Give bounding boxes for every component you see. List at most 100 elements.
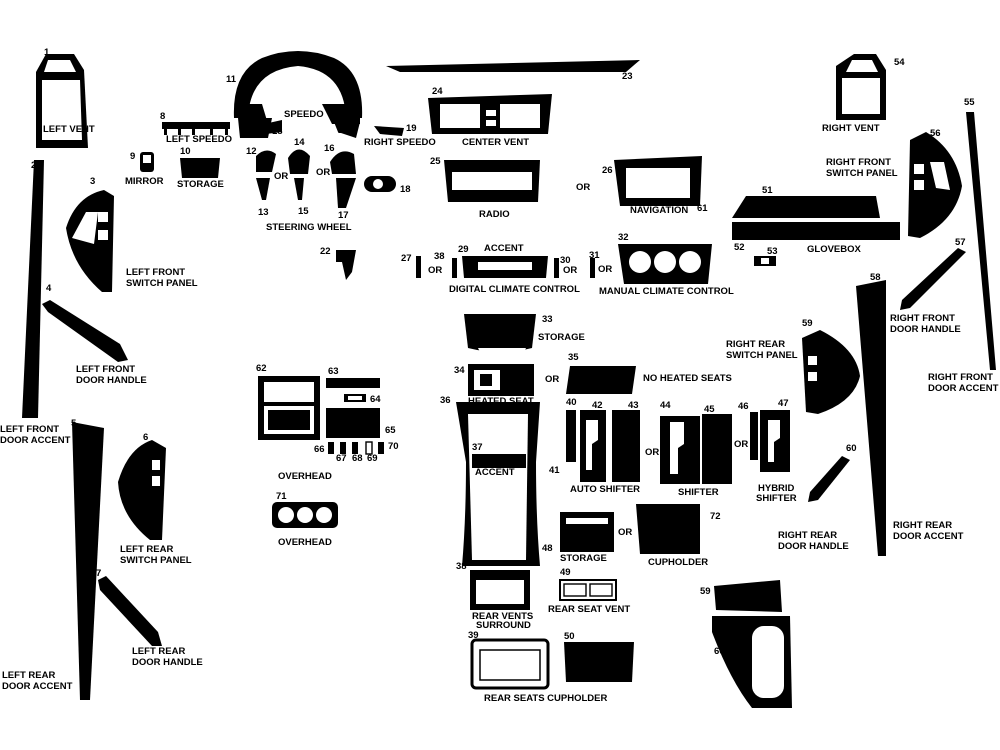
label-overhead-2: OVERHEAD — [278, 537, 332, 548]
part-number-6: 6 — [143, 432, 149, 443]
label-right-front-door-accent-1: RIGHT FRONT — [928, 372, 993, 383]
piece-right-speedo — [374, 126, 404, 136]
piece-right-vent — [836, 54, 886, 120]
part-number-12: 12 — [246, 146, 257, 157]
piece-left-speedo — [162, 122, 230, 135]
part-number-20: 20 — [338, 125, 349, 136]
part-number-2: 2 — [31, 160, 37, 171]
label-left-rear-door-accent-1: LEFT REAR — [2, 670, 56, 681]
label-left-front-door-handle-2: DOOR HANDLE — [76, 375, 147, 386]
piece-center-vent — [428, 94, 552, 134]
label-right-rear-door-accent-2: DOOR ACCENT — [893, 531, 964, 542]
part-number-31: 31 — [589, 250, 600, 261]
part-number-35: 35 — [568, 352, 579, 363]
label-storage-10: STORAGE — [177, 179, 224, 190]
part-number-23: 23 — [622, 71, 633, 82]
or-separator-9: OR — [734, 439, 749, 450]
part-number-22: 22 — [320, 246, 331, 257]
part-number-65: 65 — [385, 425, 396, 436]
part-number-39: 39 — [468, 630, 479, 641]
part-number-52: 52 — [734, 242, 745, 253]
piece-68 — [352, 442, 358, 454]
part-number-25: 25 — [430, 156, 441, 167]
part-number-36: 36 — [440, 395, 451, 406]
part-number-16: 16 — [324, 143, 335, 154]
piece-left-rear-door-handle — [98, 576, 162, 646]
piece-43 — [612, 410, 640, 482]
part-number-46: 46 — [738, 401, 749, 412]
piece-steering-14 — [288, 149, 310, 174]
part-number-66: 66 — [314, 444, 325, 455]
or-separator-2: OR — [316, 167, 331, 178]
piece-45 — [702, 414, 732, 484]
piece-rear-vents-surround — [470, 570, 530, 610]
part-number-64: 64 — [370, 394, 381, 405]
part-number-55: 55 — [964, 97, 975, 108]
piece-cupholder — [636, 504, 700, 554]
piece-console-36 — [456, 402, 540, 566]
piece-right-rear-door-accent — [856, 280, 886, 556]
piece-digital-climate — [462, 256, 548, 278]
part-number-32: 32 — [618, 232, 629, 243]
or-separator-4: OR — [428, 265, 443, 276]
piece-65 — [326, 408, 380, 438]
part-number-68: 68 — [352, 453, 363, 464]
piece-70 — [378, 442, 384, 454]
or-separator-3: OR — [576, 182, 591, 193]
label-left-rear-door-handle-2: DOOR HANDLE — [132, 657, 203, 668]
part-number-18b: 18 — [400, 184, 411, 195]
or-separator-1: OR — [274, 171, 289, 182]
label-left-front-switch-panel-2: SWITCH PANEL — [126, 278, 198, 289]
label-left-vent: LEFT VENT — [43, 124, 95, 135]
part-number-69: 69 — [367, 453, 378, 464]
piece-63 — [326, 378, 380, 388]
part-number-59: 59 — [802, 318, 813, 329]
part-number-38a: 38 — [434, 251, 445, 262]
label-hybrid-shifter-1: HYBRID — [758, 483, 795, 494]
label-rear-vents-surround-2: SURROUND — [476, 620, 531, 631]
piece-storage-48 — [560, 512, 614, 552]
piece-dash-strip — [386, 60, 640, 72]
piece-mirror-hole — [143, 155, 151, 163]
label-right-speedo: RIGHT SPEEDO — [364, 137, 436, 148]
piece-accent-37 — [472, 454, 526, 468]
piece-66 — [328, 442, 334, 454]
part-number-24: 24 — [432, 86, 443, 97]
label-left-speedo: LEFT SPEEDO — [166, 134, 232, 145]
piece-steering-15 — [294, 178, 304, 200]
part-number-30: 30 — [560, 255, 571, 266]
label-rear-vents-surround-1: REAR VENTS — [472, 611, 534, 622]
piece-67 — [340, 442, 346, 454]
part-number-59b: 59 — [700, 586, 711, 597]
part-number-29: 29 — [458, 244, 469, 255]
part-number-34: 34 — [454, 365, 465, 376]
label-right-front-door-handle-2: DOOR HANDLE — [890, 324, 961, 335]
part-number-11: 11 — [226, 74, 237, 85]
part-number-13: 13 — [258, 207, 269, 218]
part-number-18: 18 — [272, 126, 283, 137]
label-navigation: NAVIGATION — [630, 205, 689, 216]
label-left-rear-switch-panel-1: LEFT REAR — [120, 544, 174, 555]
piece-28 — [452, 258, 457, 278]
piece-right-rear-door-handle — [808, 456, 850, 502]
piece-59-lower — [714, 580, 782, 612]
label-left-front-switch-panel-1: LEFT FRONT — [126, 267, 186, 278]
part-number-10: 10 — [180, 146, 191, 157]
part-number-51: 51 — [762, 185, 773, 196]
part-number-56: 56 — [930, 128, 941, 139]
part-number-67: 67 — [336, 453, 347, 464]
label-right-rear-door-handle-1: RIGHT REAR — [778, 530, 838, 541]
label-steering-wheel: STEERING WHEEL — [266, 222, 352, 233]
piece-navigation — [614, 156, 702, 206]
part-number-3: 3 — [90, 176, 96, 187]
label-overhead-1: OVERHEAD — [278, 471, 332, 482]
label-storage-33: STORAGE — [538, 332, 585, 343]
piece-rear-seats-cupholder — [470, 638, 550, 690]
part-number-62: 62 — [256, 363, 267, 374]
piece-left-rear-switch-panel — [118, 440, 166, 540]
piece-steering-17 — [336, 178, 356, 208]
piece-30 — [554, 258, 559, 278]
label-accent-29: ACCENT — [484, 243, 524, 254]
label-auto-shifter: AUTO SHIFTER — [570, 484, 641, 495]
